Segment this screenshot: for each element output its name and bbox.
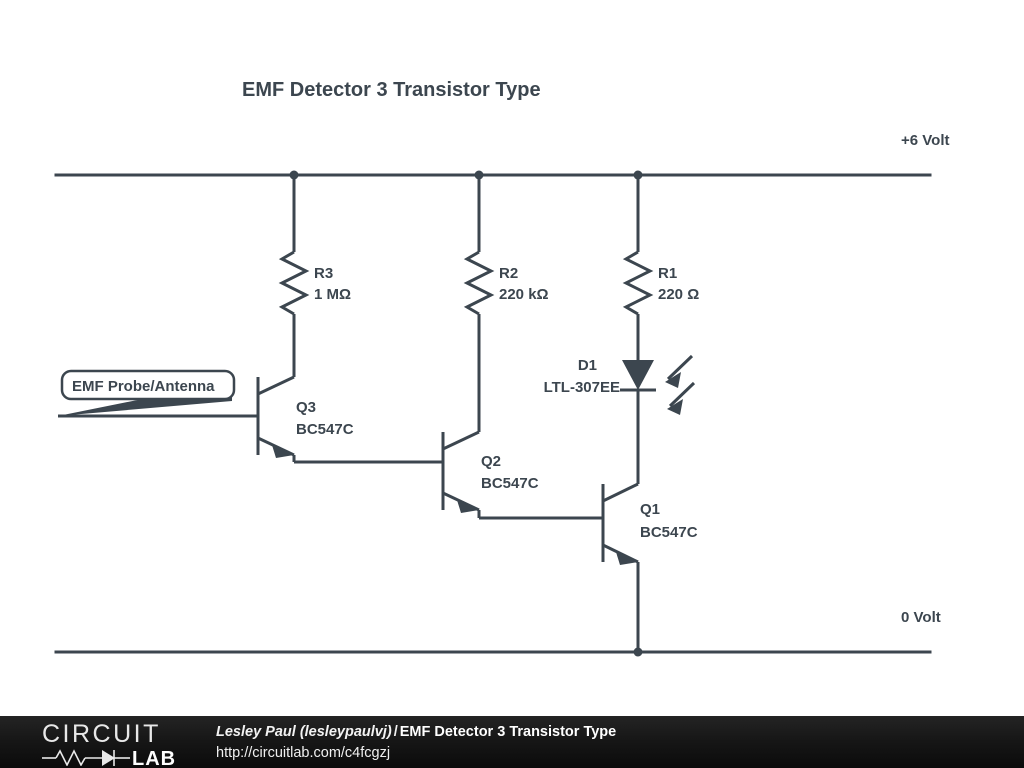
rail-label-ground: 0 Volt [901, 609, 941, 626]
logo-circuit-symbols [42, 749, 130, 766]
footer-credit-line: Lesley Paul (lesleypaulvj)/EMF Detector … [216, 722, 616, 743]
footer-project-name: EMF Detector 3 Transistor Type [399, 724, 617, 740]
component-ref-q1: Q1 [640, 501, 660, 518]
component-ref-q2: Q2 [481, 453, 501, 470]
footer-attribution: Lesley Paul (lesleypaulvj)/EMF Detector … [216, 722, 616, 764]
transistor-q3 [232, 375, 443, 464]
logo-diode-icon [102, 750, 115, 766]
component-ref-r2: R2 [499, 265, 518, 282]
led-triangle-d1 [622, 360, 654, 390]
component-ref-r1: R1 [658, 265, 677, 282]
led-emission-arrows-d1 [665, 354, 696, 415]
component-value-r3: 1 MΩ [314, 286, 351, 303]
component-value-r2: 220 kΩ [499, 286, 549, 303]
circuitlab-logo: CIRCUIT LAB [42, 720, 176, 766]
component-value-q3: BC547C [296, 421, 354, 438]
emf-probe-antenna[interactable]: EMF Probe/Antenna [58, 369, 236, 418]
probe-label: EMF Probe/Antenna [72, 378, 215, 395]
page-title: EMF Detector 3 Transistor Type [242, 79, 541, 101]
resistor-r1-body [622, 250, 654, 316]
footer-author: Lesley Paul (lesleypaulvj) [216, 724, 392, 740]
transistor-q1 [601, 482, 640, 652]
footer-bar: CIRCUIT LAB Lesley Paul (lesleypaulvj)/E… [0, 716, 1024, 768]
footer-url[interactable]: http://circuitlab.com/c4fcgzj [216, 745, 391, 761]
resistor-r3-body [278, 250, 310, 316]
component-ref-r3: R3 [314, 265, 333, 282]
footer-separator: / [393, 724, 398, 740]
component-value-q2: BC547C [481, 475, 539, 492]
junction-dot [633, 647, 643, 657]
component-ref-d1: D1 [578, 357, 597, 374]
component-value-d1: LTL-307EE [544, 379, 620, 396]
logo-word-circuit: CIRCUIT [42, 720, 161, 748]
component-value-r1: 220 Ω [658, 286, 699, 303]
rail-label-positive: +6 Volt [901, 132, 950, 149]
transistor-q2 [441, 430, 603, 520]
resistor-r2-body [463, 250, 495, 316]
component-ref-q3: Q3 [296, 399, 316, 416]
component-value-q1: BC547C [640, 524, 698, 541]
logo-word-lab: LAB [132, 748, 176, 766]
schematic-canvas: EMF Detector 3 Transistor Type +6 Volt R… [54, 79, 950, 657]
probe-callout-box [60, 369, 236, 401]
